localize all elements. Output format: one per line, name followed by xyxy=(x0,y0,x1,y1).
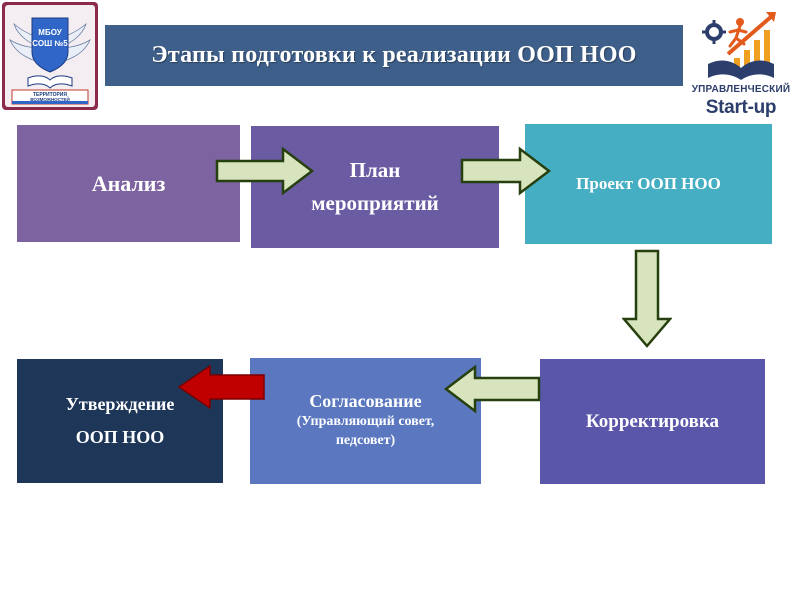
stage-correction-label: Корректировка xyxy=(585,410,720,432)
emblem-ribbon-line2: ВОЗМОЖНОСТЕЙ xyxy=(30,95,70,102)
arrow-right-plan-to-project xyxy=(460,146,552,196)
stage-correction-box: Корректировка xyxy=(540,359,765,484)
arrow-left-correction-to-agreement xyxy=(443,364,541,414)
stage-approval-label-line1: Утверждение xyxy=(65,393,175,414)
management-startup-logo: УПРАВЛЕНЧЕСКИЙ Start-up xyxy=(684,2,798,126)
stage-analysis-box: Анализ xyxy=(17,125,240,242)
startup-runner-icon xyxy=(702,12,776,80)
arrow-left-agreement-to-approval xyxy=(177,364,265,410)
brand-text-line1: УПРАВЛЕНЧЕСКИЙ xyxy=(691,84,791,95)
stage-analysis-label: Анализ xyxy=(91,170,166,196)
stage-agreement-sub-line2: педсовет) xyxy=(335,432,396,448)
emblem-line1: МБОУ xyxy=(38,28,62,37)
stage-project-box: Проект ООП НОО xyxy=(525,124,772,244)
stage-agreement-label: Согласование xyxy=(309,391,422,412)
arrow-right-analysis-to-plan xyxy=(215,146,315,196)
stage-agreement-sub-line1: (Управляющий совет, xyxy=(296,414,435,430)
page-title: Этапы подготовки к реализации ООП НОО xyxy=(151,42,637,68)
stage-plan-label-line1: План xyxy=(349,158,401,183)
stage-project-label: Проект ООП НОО xyxy=(576,174,721,193)
stage-agreement-box: Согласование (Управляющий совет, педсове… xyxy=(250,358,481,484)
emblem-ribbon-line1: ТЕРРИТОРИЯ xyxy=(33,92,67,98)
emblem-line2: СОШ №5 xyxy=(32,39,68,48)
brand-text-line2: Start-up xyxy=(705,97,777,118)
title-bar: Этапы подготовки к реализации ООП НОО xyxy=(105,25,683,86)
stage-approval-label-line2: ООП НОО xyxy=(75,427,165,447)
stage-plan-label-line2: мероприятий xyxy=(311,191,439,215)
school-emblem-logo: МБОУ СОШ №5 ТЕРРИТОРИЯ ВОЗМОЖНОСТЕЙ xyxy=(2,2,98,110)
arrow-down-project-to-correction xyxy=(622,249,672,348)
